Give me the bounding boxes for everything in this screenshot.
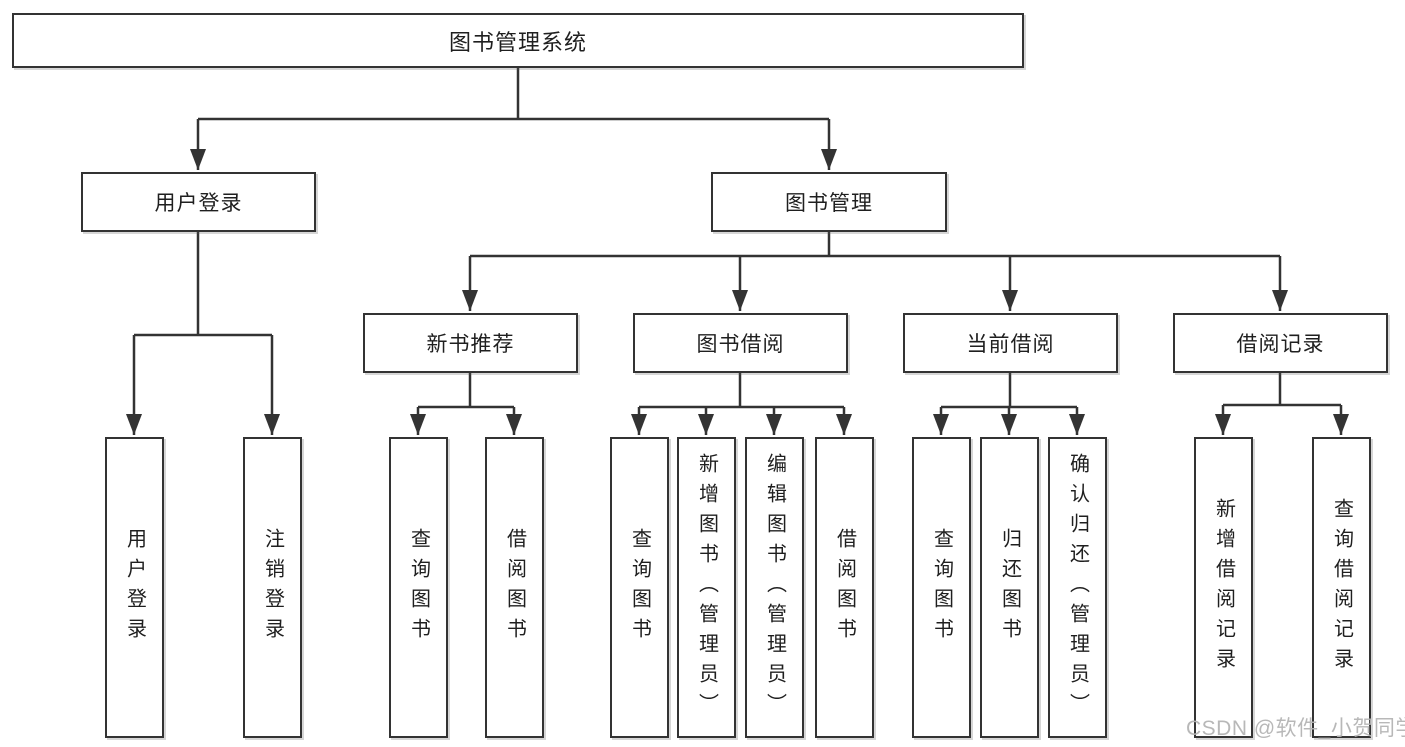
leaf-query-books-recommend: 查询图书	[389, 437, 448, 738]
node-current-borrowing: 当前借阅	[903, 313, 1118, 373]
node-user-login: 用户登录	[81, 172, 316, 232]
node-library-management-system: 图书管理系统	[12, 13, 1024, 68]
leaf-add-borrow-record: 新增借阅记录	[1194, 437, 1253, 738]
node-borrowing-records: 借阅记录	[1173, 313, 1388, 373]
tree-rails	[134, 68, 1341, 409]
leaf-return-books: 归还图书	[980, 437, 1039, 738]
leaf-query-borrow-record: 查询借阅记录	[1312, 437, 1371, 738]
leaf-logout: 注销登录	[243, 437, 302, 738]
leaf-borrow-books: 借阅图书	[815, 437, 874, 738]
leaf-borrow-books-recommend: 借阅图书	[485, 437, 544, 738]
node-book-borrowing: 图书借阅	[633, 313, 848, 373]
node-book-management: 图书管理	[711, 172, 947, 232]
leaf-query-books-current: 查询图书	[912, 437, 971, 738]
leaf-edit-books-admin: 编辑图书（管理员）	[745, 437, 804, 738]
leaf-user-login: 用户登录	[105, 437, 164, 738]
leaf-query-books-borrow: 查询图书	[610, 437, 669, 738]
watermark: CSDN @软件_小贺同学	[1186, 717, 1405, 740]
node-new-book-recommendation: 新书推荐	[363, 313, 578, 373]
leaf-add-books-admin: 新增图书（管理员）	[677, 437, 736, 738]
leaf-confirm-return-admin: 确认归还（管理员）	[1048, 437, 1107, 738]
